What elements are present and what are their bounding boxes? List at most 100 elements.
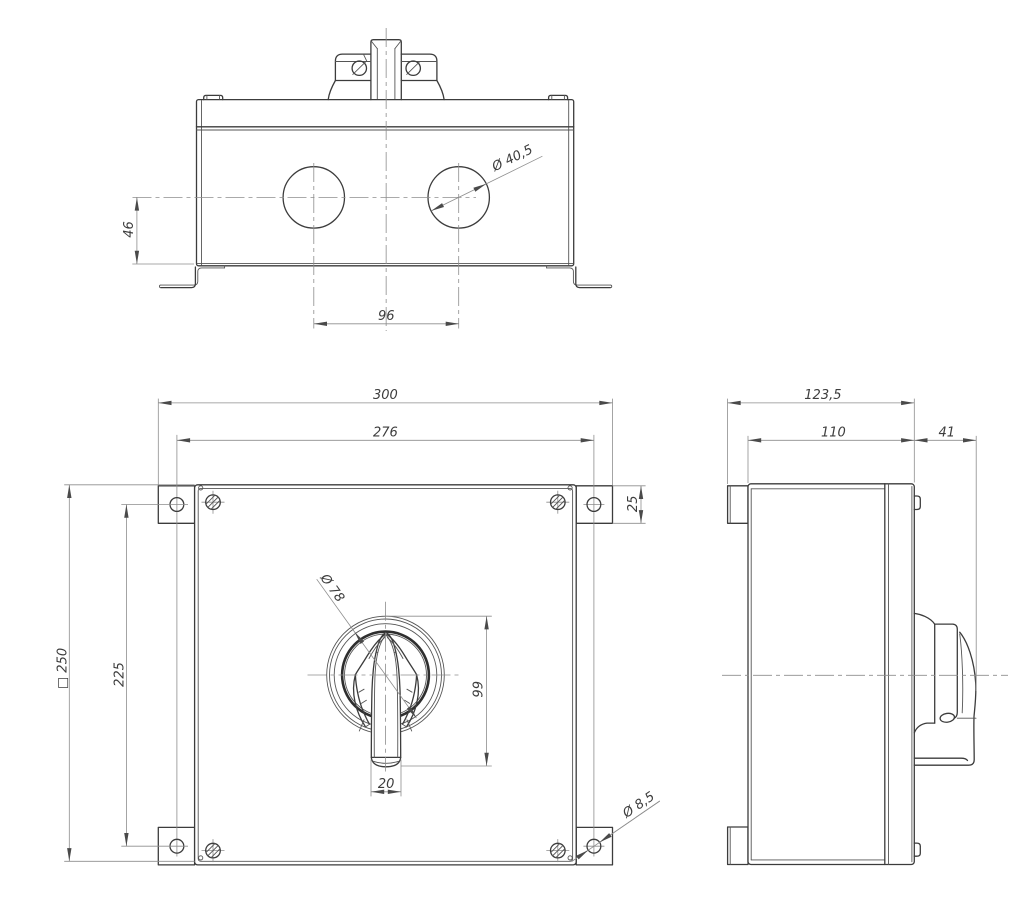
dim-123-5-text: 123,5 [804,388,841,403]
front-corner-details [198,485,573,861]
dim-123-5: 123,5 [727,388,915,484]
top-screwhead-left [203,94,224,101]
top-foot-right-cap [610,284,613,289]
front-screw-tr [546,490,570,514]
dim-300-text: 300 [373,388,398,403]
dim-225-text: 225 [113,662,128,687]
side-lid-bump-top [913,495,921,511]
front-corner-detail-br [567,855,573,861]
front-lever-silhouette [370,631,402,768]
front-lid-inner [197,487,574,862]
dim-78-line [354,631,417,719]
dim-8-5-arrow1 [571,849,589,862]
dim-8-5-text: Ø 8,5 [619,789,657,822]
dim-300: 300 [157,388,613,485]
dim-96-text: 96 [378,309,395,324]
screw-circle [205,494,221,511]
top-handle-bell-right [436,79,445,101]
front-flange-hole-tr [586,496,602,513]
front-petal-right-join [402,723,407,728]
dim-78-leader [316,578,355,633]
front-corner-detail-tl [198,485,204,491]
side-bezel-fillet-bottom [913,722,936,734]
dim-110: 110 [747,425,915,483]
dim-41-text: 41 [939,425,956,440]
front-ring-tick-left [358,719,365,732]
dim-40-5-leader [486,155,543,185]
dim-250-text: □ 250 [56,648,71,689]
dim-225: 225 [113,504,188,847]
front-screw-bl [201,839,225,863]
front-screw-br [546,839,570,863]
screw-hatch [205,843,221,859]
dim-25-text: 25 [626,496,641,513]
side-lid-bump-bottom [913,842,921,857]
side-bezel-face [934,623,958,719]
dim-41: 41 [914,425,977,691]
top-handle [327,39,445,101]
front-flange-hole-br [586,838,602,854]
screw-hatch [550,494,566,510]
dim-99-text: 99 [471,681,486,698]
dim-20-text: 20 [378,777,395,792]
top-handle-chamfer-left [370,40,378,50]
screw-hatch [550,843,566,859]
side-box-inner [750,483,913,866]
dim-8-5: Ø 8,5 [571,789,661,862]
top-feet [159,265,613,289]
side-handle [913,612,977,766]
side-lever-outline [913,631,977,766]
front-corner-screws [201,490,570,863]
side-lever-tip [939,712,956,723]
side-box-outline [747,483,915,866]
top-handle-screw-right [405,60,422,77]
top-foot-left-inner [160,267,226,286]
dim-110-text: 110 [821,425,846,440]
side-lever-back-line [959,633,964,714]
top-centerlines [132,28,476,331]
top-handle-screw-left-detail [363,53,368,62]
top-foot-left-outer [160,266,197,289]
top-handle-bell-left [327,79,337,101]
front-corner-detail-bl [198,855,204,861]
side-flange-top [726,485,749,524]
front-lever-cap-arc [372,760,400,764]
top-foot-right-inner [546,267,611,286]
dim-40-5: Ø 40,5 [431,142,543,212]
view-front: 300 276 □ 250 225 25 99 [56,388,661,866]
view-side: 123,5 110 41 [722,388,1008,866]
dim-25: 25 [612,485,646,524]
dim-40-5-line [431,183,487,212]
side-bezel-fillet-top [913,612,936,625]
side-lever-cap-inner-line [913,757,969,762]
top-handle-chamfer-right [394,40,402,50]
screw-circle [549,842,566,859]
dim-46: 46 [122,197,194,265]
view-top: 46 96 Ø 40,5 [122,28,613,331]
top-foot-right-outer [575,266,612,289]
screw-circle [205,842,221,859]
dim-96: 96 [313,309,459,326]
dim-250: □ 250 [56,484,195,862]
top-screwhead-right [547,94,569,101]
front-corner-detail-tr [567,485,573,491]
screw-circle [549,494,566,511]
side-flange-bottom [726,826,749,866]
dim-99: 99 [386,615,492,767]
side-lid-bumps [913,495,921,857]
dim-20: 20 [370,759,402,797]
top-handle-screw-left-slot [352,61,367,75]
front-screw-tl [201,490,225,514]
top-handle-screw-right-slot [406,61,421,75]
top-box-outline [195,98,575,267]
front-petal-left-join [365,723,370,728]
screw-hatch [205,494,221,510]
dim-46-text: 46 [122,221,137,238]
dim-8-5-arrow2 [599,800,661,843]
dim-40-5-text: Ø 40,5 [489,142,535,175]
top-handle-screw-left [351,60,368,77]
dim-276: 276 [176,425,594,443]
dim-276-text: 276 [373,425,398,440]
top-foot-left-cap [159,284,162,289]
